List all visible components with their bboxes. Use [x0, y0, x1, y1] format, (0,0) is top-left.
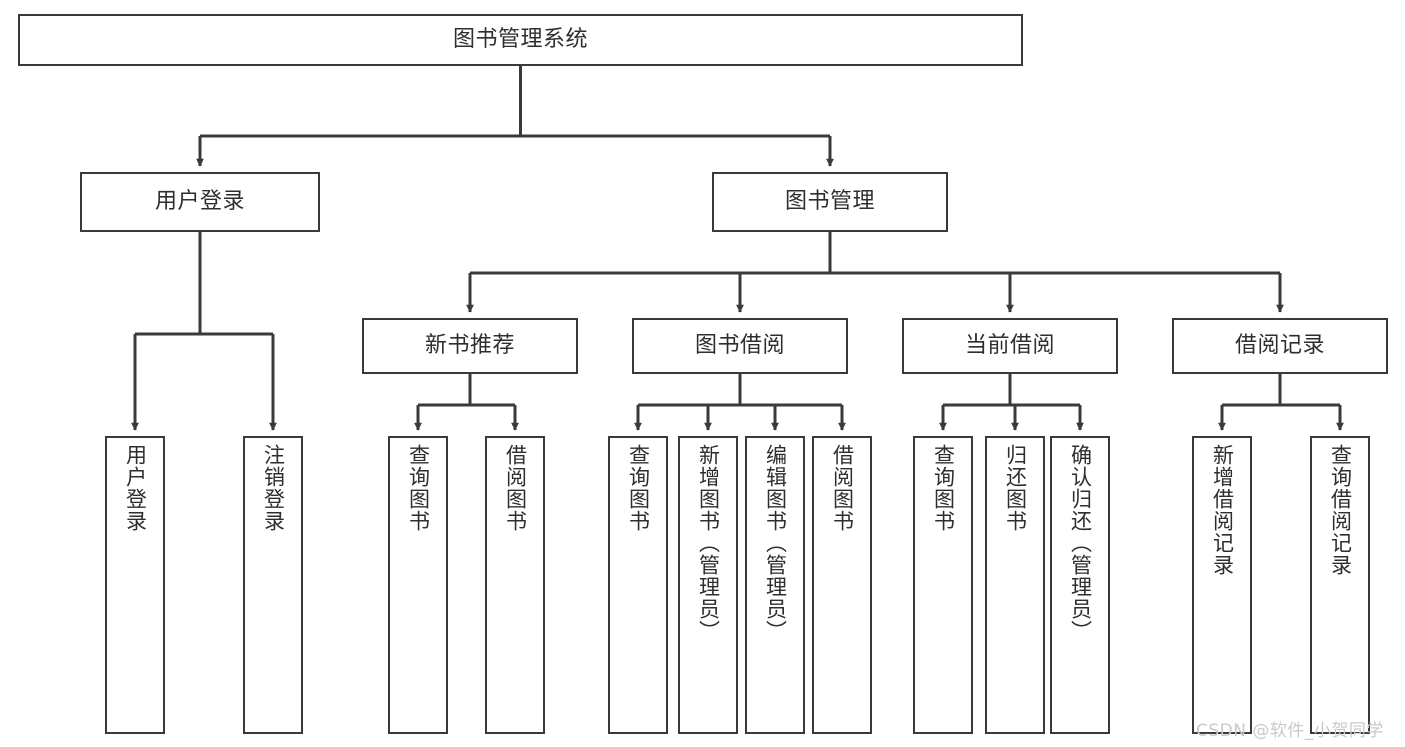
node-leaf-query-book-1-label: 查询图书 — [406, 444, 431, 532]
node-leaf-query-record-label: 查询借阅记录 — [1328, 444, 1353, 576]
node-current-borrow[interactable]: 当前借阅 — [902, 318, 1118, 374]
node-user-login[interactable]: 用户登录 — [80, 172, 320, 232]
node-leaf-edit-book-label: 编辑图书（管理员） — [763, 444, 788, 642]
node-leaf-add-record-label: 新增借阅记录 — [1210, 444, 1235, 576]
node-leaf-add-record[interactable]: 新增借阅记录 — [1192, 436, 1252, 734]
node-leaf-borrow-book-1-label: 借阅图书 — [503, 444, 528, 532]
node-leaf-return-book-label: 归还图书 — [1003, 444, 1028, 532]
node-book-manage[interactable]: 图书管理 — [712, 172, 948, 232]
node-borrow-record[interactable]: 借阅记录 — [1172, 318, 1388, 374]
node-leaf-query-book-2-label: 查询图书 — [626, 444, 651, 532]
node-leaf-user-login[interactable]: 用户登录 — [105, 436, 165, 734]
node-new-book-recommend[interactable]: 新书推荐 — [362, 318, 578, 374]
node-leaf-query-book-3-label: 查询图书 — [931, 444, 956, 532]
node-root-label: 图书管理系统 — [452, 27, 588, 52]
node-borrow-record-label: 借阅记录 — [1234, 333, 1325, 358]
node-user-login-label: 用户登录 — [154, 189, 245, 214]
node-book-borrow[interactable]: 图书借阅 — [632, 318, 848, 374]
node-leaf-query-book-3[interactable]: 查询图书 — [913, 436, 973, 734]
node-leaf-query-record[interactable]: 查询借阅记录 — [1310, 436, 1370, 734]
node-leaf-query-book-1[interactable]: 查询图书 — [388, 436, 448, 734]
node-leaf-borrow-book-1[interactable]: 借阅图书 — [485, 436, 545, 734]
node-leaf-confirm-return-label: 确认归还（管理员） — [1068, 444, 1093, 642]
node-leaf-edit-book[interactable]: 编辑图书（管理员） — [745, 436, 805, 734]
node-leaf-add-book-label: 新增图书（管理员） — [696, 444, 721, 642]
node-new-book-recommend-label: 新书推荐 — [424, 333, 515, 358]
node-leaf-borrow-book-2[interactable]: 借阅图书 — [812, 436, 872, 734]
node-leaf-confirm-return[interactable]: 确认归还（管理员） — [1050, 436, 1110, 734]
node-leaf-logout[interactable]: 注销登录 — [243, 436, 303, 734]
node-current-borrow-label: 当前借阅 — [964, 333, 1055, 358]
node-root[interactable]: 图书管理系统 — [18, 14, 1023, 66]
node-leaf-query-book-2[interactable]: 查询图书 — [608, 436, 668, 734]
node-leaf-add-book[interactable]: 新增图书（管理员） — [678, 436, 738, 734]
node-leaf-user-login-label: 用户登录 — [123, 444, 148, 532]
node-leaf-logout-label: 注销登录 — [261, 444, 286, 532]
node-book-borrow-label: 图书借阅 — [694, 333, 785, 358]
node-leaf-borrow-book-2-label: 借阅图书 — [830, 444, 855, 532]
node-book-manage-label: 图书管理 — [784, 189, 875, 214]
node-leaf-return-book[interactable]: 归还图书 — [985, 436, 1045, 734]
